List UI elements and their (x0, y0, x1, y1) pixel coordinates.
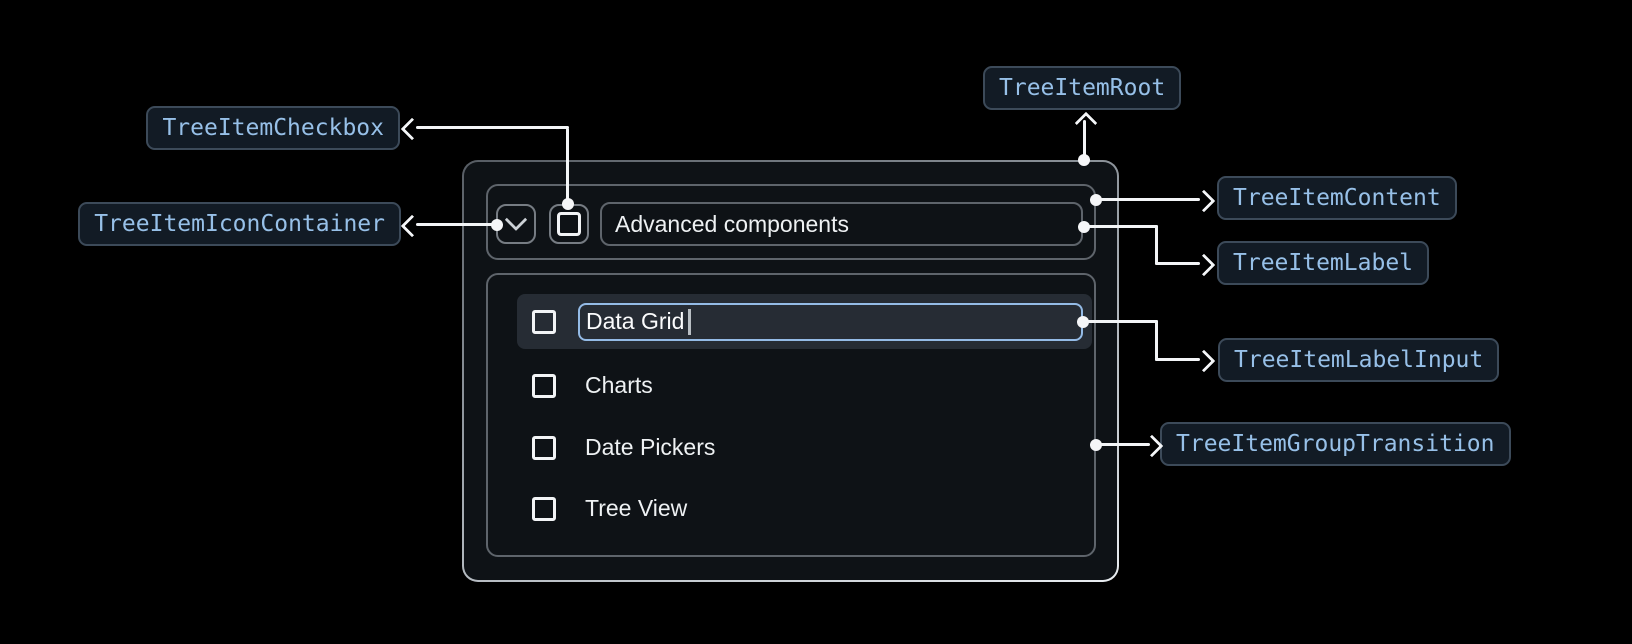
badge-tree-item-label-input: TreeItemLabelInput (1218, 338, 1500, 382)
anchor-dot (1077, 316, 1089, 328)
badge-tree-item-root: TreeItemRoot (983, 66, 1182, 110)
tree-item-root: Advanced components Data Grid Charts (462, 160, 1119, 582)
connector-label-h2 (1155, 262, 1200, 265)
tree-item-label: Tree View (585, 495, 688, 521)
tree-item-label-input[interactable]: Data Grid (578, 302, 1083, 341)
tree-item-label: Date Pickers (585, 434, 716, 460)
tree-item-row-charts[interactable]: Charts (517, 358, 1092, 413)
connector-content (1096, 198, 1200, 201)
checkbox-blank-outline-icon[interactable] (532, 373, 556, 398)
badge-tree-item-icon-container: TreeItemIconContainer (78, 202, 401, 246)
connector-label-input-vertical (1155, 320, 1158, 361)
badge-tree-item-checkbox: TreeItemCheckbox (146, 106, 400, 150)
connector-label-input-h1 (1083, 320, 1158, 323)
tree-item-checkbox[interactable] (549, 204, 589, 244)
tree-item-row-data-grid[interactable]: Data Grid (517, 294, 1092, 349)
badge-tree-item-label: TreeItemLabel (1217, 241, 1430, 285)
checkbox-blank-outline-icon[interactable] (532, 309, 556, 334)
checkbox-blank-outline-icon[interactable] (532, 435, 556, 460)
anchor-dot (562, 198, 574, 210)
arrowhead-left-icon (400, 214, 424, 238)
anchor-dot (1090, 439, 1102, 451)
connector-checkbox-horizontal (416, 126, 569, 129)
badge-tree-item-content: TreeItemContent (1217, 176, 1457, 220)
connector-label-h1 (1084, 225, 1158, 228)
tree-item-label[interactable]: Advanced components (600, 202, 1083, 246)
arrowhead-right-icon (1192, 253, 1216, 277)
connector-label-vertical (1155, 225, 1158, 265)
checkbox-blank-outline-icon (557, 212, 581, 236)
connector-checkbox-vertical (566, 128, 569, 206)
label-input-value: Data Grid (586, 308, 685, 334)
anchor-dot (1078, 221, 1090, 233)
anchor-dot (491, 219, 503, 231)
tree-item-root-surface: Advanced components Data Grid Charts (464, 162, 1117, 580)
arrowhead-right-icon (1192, 349, 1216, 373)
tree-item-group-transition: Data Grid Charts Date Pickers Tree View (486, 273, 1096, 557)
text-caret (688, 308, 692, 335)
anchor-dot (1090, 194, 1102, 206)
tree-item-label: Charts (585, 372, 653, 398)
badge-tree-item-group-transition: TreeItemGroupTransition (1160, 422, 1511, 466)
connector-group-transition (1096, 443, 1150, 446)
chevron-down-icon (504, 208, 528, 232)
anchor-dot (1078, 154, 1090, 166)
checkbox-blank-outline-icon[interactable] (532, 496, 556, 521)
tree-item-row-tree-view[interactable]: Tree View (517, 481, 1092, 536)
arrowhead-right-icon (1192, 189, 1216, 213)
arrowhead-left-icon (400, 117, 424, 141)
arrowhead-up-icon (1074, 111, 1098, 135)
connector-root (1083, 120, 1086, 162)
tree-item-row-date-pickers[interactable]: Date Pickers (517, 420, 1092, 475)
connector-label-input-h2 (1155, 358, 1200, 361)
tree-item-content[interactable]: Advanced components (486, 184, 1096, 260)
connector-icon-container (416, 223, 498, 226)
